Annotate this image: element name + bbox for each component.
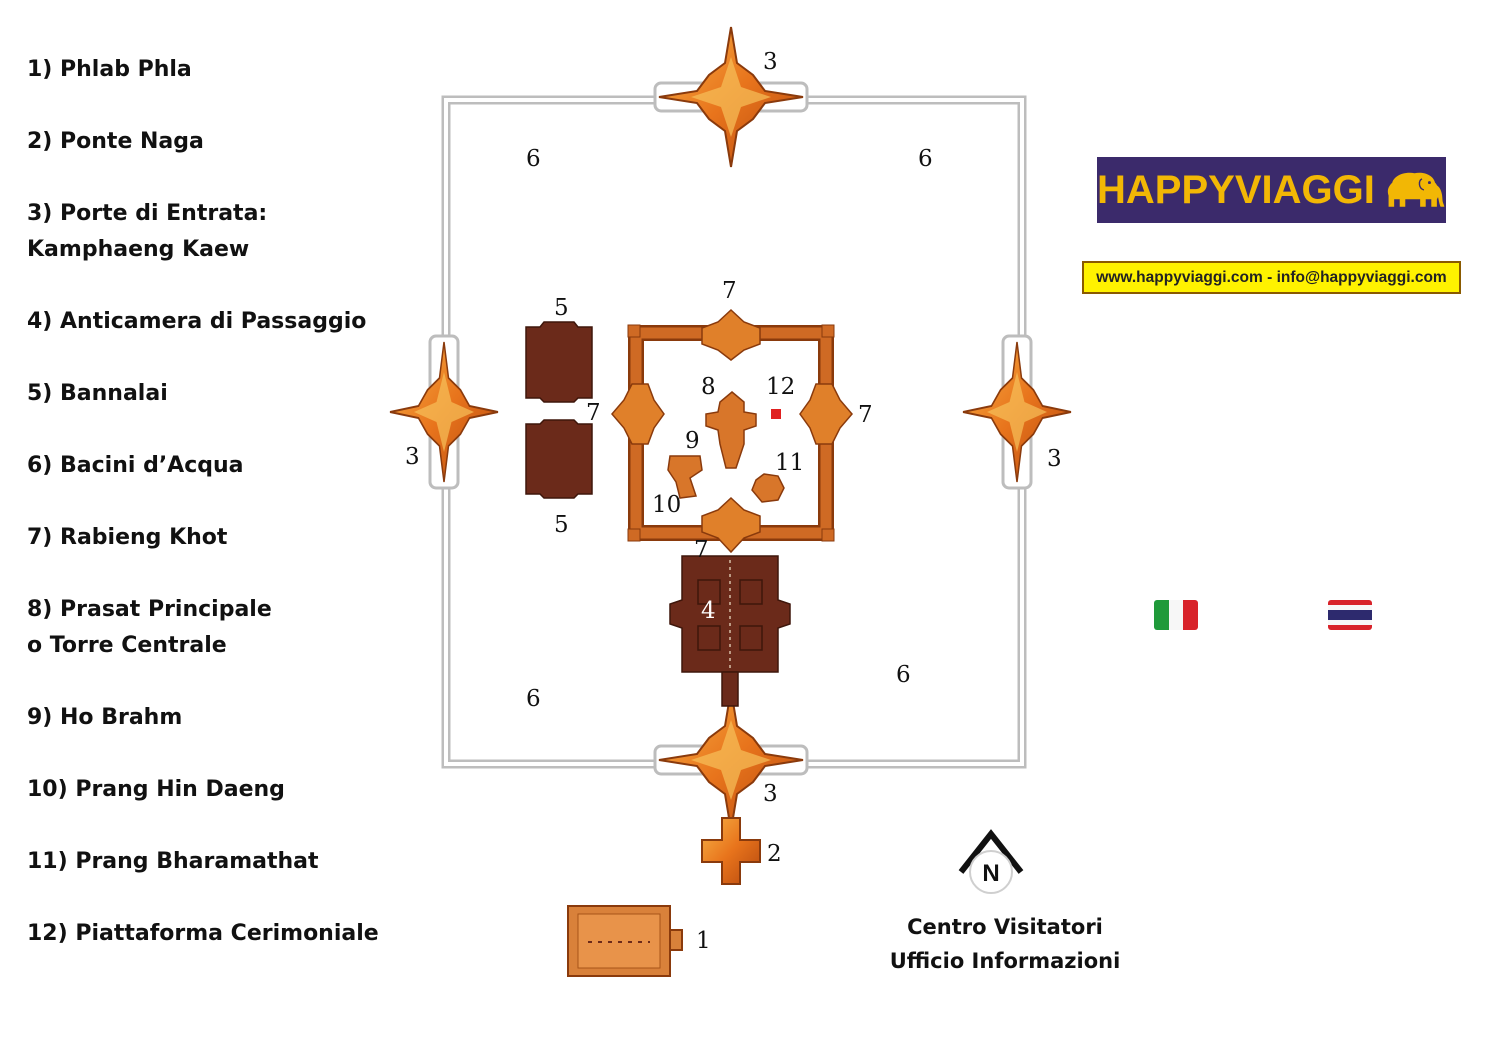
label-gate-west: 3 [405,444,420,470]
label-pond-ne: 6 [918,146,933,172]
legend-item-6: 6) Bacini d’Acqua [27,453,244,478]
legend-item-2: 2) Ponte Naga [27,129,204,154]
label-prang-bharamathat: 11 [775,450,804,476]
label-gallery-west: 7 [586,400,601,426]
legend-item-5: 5) Bannalai [27,381,168,406]
happyviaggi-logo: HAPPYVIAGGI [1097,157,1446,223]
prasat-principale [705,391,757,469]
label-bannalai-north: 5 [554,295,569,321]
legend-item-4: 4) Anticamera di Passaggio [27,309,367,334]
label-bannalai-south: 5 [554,512,569,538]
prang-hin-daeng [667,455,703,499]
label-gate-east: 3 [1047,446,1062,472]
gate-west [389,334,499,490]
legend-item-7: 7) Rabieng Khot [27,525,228,550]
bannalai-south [525,419,593,499]
label-ho-brahm: 9 [685,428,700,454]
legend: 1) Phlab Phla 2) Ponte Naga 3) Porte di … [0,0,420,1047]
ponte-naga [701,817,761,885]
visitor-center-line2: Ufficio Informazioni [889,949,1121,973]
label-gallery-north: 7 [722,278,737,304]
gate-south [653,689,809,831]
label-pond-se: 6 [896,662,911,688]
gate-east [962,334,1072,490]
visitor-center-label: Centro Visitatori Ufficio Informazioni [880,910,1130,978]
label-phlab-phla: 1 [696,928,711,954]
label-gallery-south: 7 [694,537,709,563]
visitor-center-line1: Centro Visitatori [907,915,1103,939]
legend-item-12: 12) Piattaforma Cerimoniale [27,921,379,946]
label-platform: 12 [766,374,795,400]
label-prasat: 8 [701,374,716,400]
legend-item-11: 11) Prang Bharamathat [27,849,319,874]
legend-item-3: 3) Porte di Entrata:Kamphaeng Kaew [27,201,268,262]
prang-bharamathat [751,473,785,503]
gopura-east [799,383,853,445]
piattaforma-cerimoniale [771,409,781,419]
label-naga-bridge: 2 [767,841,782,867]
label-pond-nw: 6 [526,146,541,172]
thai-flag-icon[interactable] [1328,600,1372,630]
label-pond-sw: 6 [526,686,541,712]
legend-item-9: 9) Ho Brahm [27,705,183,730]
rabieng-khot-gallery [611,308,853,554]
logo-text: HAPPYVIAGGI [1097,167,1375,212]
north-arrow-label: N [982,860,999,887]
bannalai-north [525,321,593,403]
label-gate-north: 3 [763,49,778,75]
legend-item-10: 10) Prang Hin Daeng [27,777,285,802]
label-prang-hin-daeng: 10 [652,492,681,518]
gopura-west [611,383,665,445]
elephant-icon [1387,172,1445,207]
italian-flag-icon[interactable] [1154,600,1198,630]
anticamera-di-passaggio [669,555,791,707]
phlab-phla [567,905,683,977]
label-gallery-east: 7 [858,402,873,428]
north-arrow-icon: N [958,829,1024,894]
label-antechamber: 4 [701,598,716,624]
gopura-south [701,496,761,554]
gopura-north [701,308,761,361]
contact-banner: www.happyviaggi.com - info@happyviaggi.c… [1082,261,1461,294]
legend-item-1: 1) Phlab Phla [27,57,192,82]
gate-north [653,26,809,168]
label-gate-south: 3 [763,781,778,807]
